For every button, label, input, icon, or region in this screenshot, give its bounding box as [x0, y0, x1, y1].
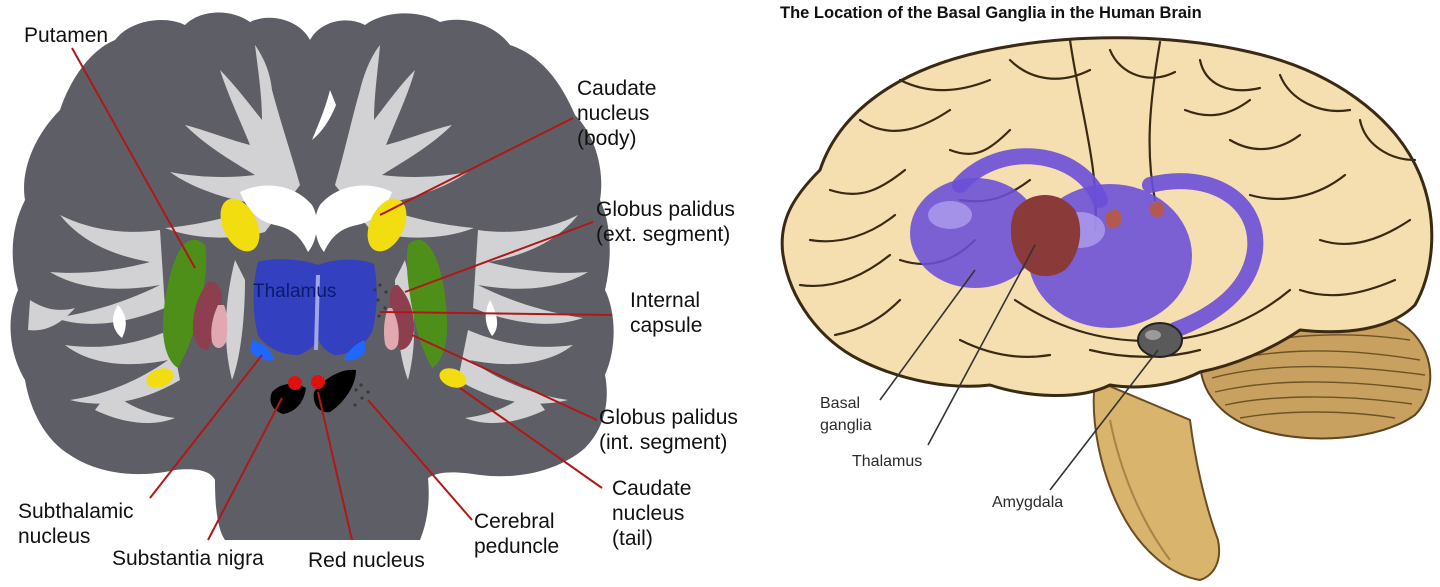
caudate-tail-right	[439, 368, 467, 388]
label-amygdala: Amygdala	[992, 494, 1063, 511]
lateral-title: The Location of the Basal Ganglia in the…	[780, 4, 1202, 22]
caudate-body-left	[220, 198, 260, 252]
thalamus-midline	[314, 274, 320, 351]
thalamus-inline-label: Thalamus	[253, 281, 336, 302]
label-lateral-thalamus: Thalamus	[852, 453, 922, 470]
label-subthalamic: Subthalamic nucleus	[18, 500, 139, 548]
subthalamic-left	[250, 340, 274, 361]
globus-pallidus-int-left	[211, 305, 228, 348]
label-putamen: Putamen	[24, 24, 108, 47]
lateral-view: The Location of the Basal Ganglia in the…	[780, 4, 1434, 582]
coronal-labels: Putamen Caudate nucleus (body) Globus pa…	[18, 24, 744, 572]
ventricles	[113, 90, 498, 338]
brainstem	[1092, 378, 1220, 582]
lateral-thalamus-shade-2	[1149, 201, 1165, 218]
label-cerebral-peduncle: Cerebral peduncle	[474, 510, 560, 558]
label-caudate-body: Caudate nucleus (body)	[577, 77, 662, 150]
globus-pallidus-ext-left	[192, 281, 222, 350]
lateral-thalamus-shade	[1104, 209, 1122, 229]
label-substantia-nigra: Substantia nigra	[112, 547, 264, 570]
amygdala-highlight	[1145, 330, 1161, 340]
red-nucleus-right	[311, 375, 325, 389]
label-globus-int: Globus palidus (int. segment)	[599, 406, 744, 454]
leader-lines	[71, 47, 613, 541]
putamen-left	[162, 239, 207, 368]
lateral-leader-lines	[879, 244, 1159, 491]
substantia-nigra-right	[313, 369, 356, 413]
subthalamic-right	[344, 340, 366, 361]
brainstem-shade	[1109, 419, 1171, 561]
label-red-nucleus: Red nucleus	[308, 549, 425, 572]
red-nucleus-left	[288, 376, 302, 390]
cerebellum-folia	[1211, 334, 1426, 419]
label-internal-capsule: Internal capsule	[630, 289, 706, 337]
caudate-arc	[952, 148, 1264, 338]
lateral-thalamus	[1010, 195, 1081, 277]
internal-capsule-dots	[353, 283, 388, 407]
label-basal-ganglia: Basal ganglia	[820, 395, 872, 434]
caudate-tail-left	[146, 368, 174, 388]
label-globus-ext: Globus palidus (ext. segment)	[596, 198, 741, 246]
amygdala	[1137, 322, 1183, 358]
globus-pallidus-int-right	[384, 308, 399, 350]
label-caudate-tail: Caudate nucleus (tail)	[612, 477, 697, 550]
coronal-section: Thalamus Putamen Caudate nucleus (body) …	[10, 12, 744, 572]
substantia-nigra-left	[270, 383, 306, 414]
cerebral-gyri	[798, 38, 1417, 358]
caudate-body-right	[367, 198, 407, 252]
putamen-right	[406, 239, 448, 368]
